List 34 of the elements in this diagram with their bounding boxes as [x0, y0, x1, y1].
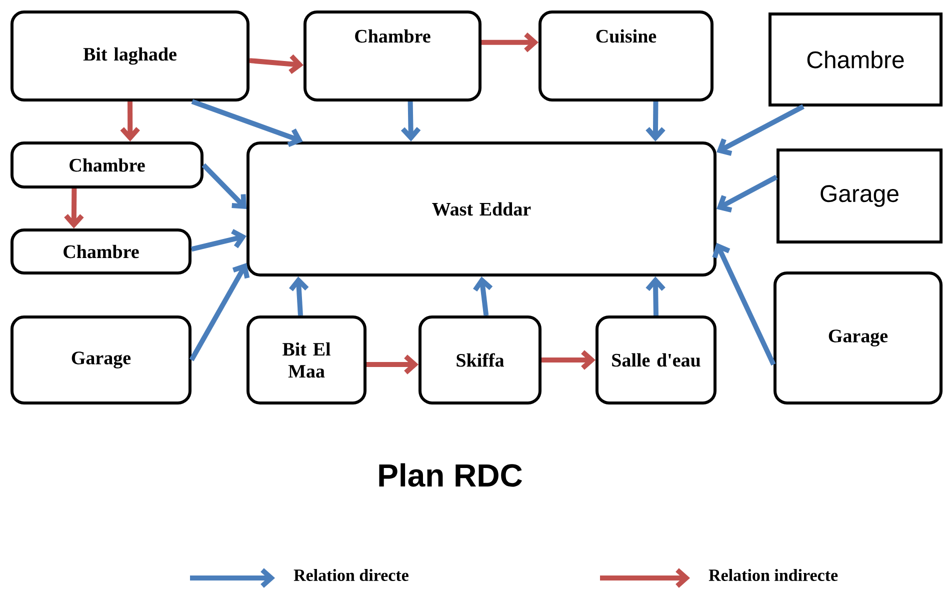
legend-label: Relation directe: [294, 569, 408, 581]
room-box: Bit El Maa: [246, 316, 366, 404]
room-box: Skiffa: [418, 316, 542, 404]
arrow: [120, 101, 140, 142]
arrow: [191, 99, 303, 148]
caption: Plan RDC: [379, 463, 522, 487]
arrow: [289, 276, 309, 316]
room-box: Chambre: [10, 142, 204, 188]
room-box: Wast Eddar: [246, 142, 716, 276]
room-box: Bit laghade: [10, 10, 250, 102]
arrow: [646, 276, 666, 316]
room-box: Chambre: [304, 10, 482, 102]
arrow: [473, 276, 493, 316]
arrow: [716, 174, 778, 212]
arrow: [189, 263, 250, 362]
arrow: [400, 101, 421, 142]
room-box: Salle d'eau: [596, 316, 716, 404]
legend-label: Relation indirecte: [708, 569, 838, 581]
arrow: [202, 163, 246, 209]
room-box: Chambre: [768, 12, 942, 106]
room-box: Garage: [774, 272, 942, 404]
arrow: [190, 229, 246, 252]
room-box: Garage: [776, 148, 942, 244]
arrow: [712, 242, 776, 366]
arrow: [542, 350, 596, 370]
room-box: Chambre: [10, 228, 192, 274]
arrow: [249, 54, 304, 74]
room-box: Garage: [10, 316, 192, 404]
room-box: Cuisine: [538, 10, 714, 102]
arrow: [716, 104, 804, 156]
arrow: [646, 101, 666, 142]
arrow: [366, 354, 418, 374]
arrow: [482, 32, 538, 52]
arrow: [64, 188, 84, 228]
